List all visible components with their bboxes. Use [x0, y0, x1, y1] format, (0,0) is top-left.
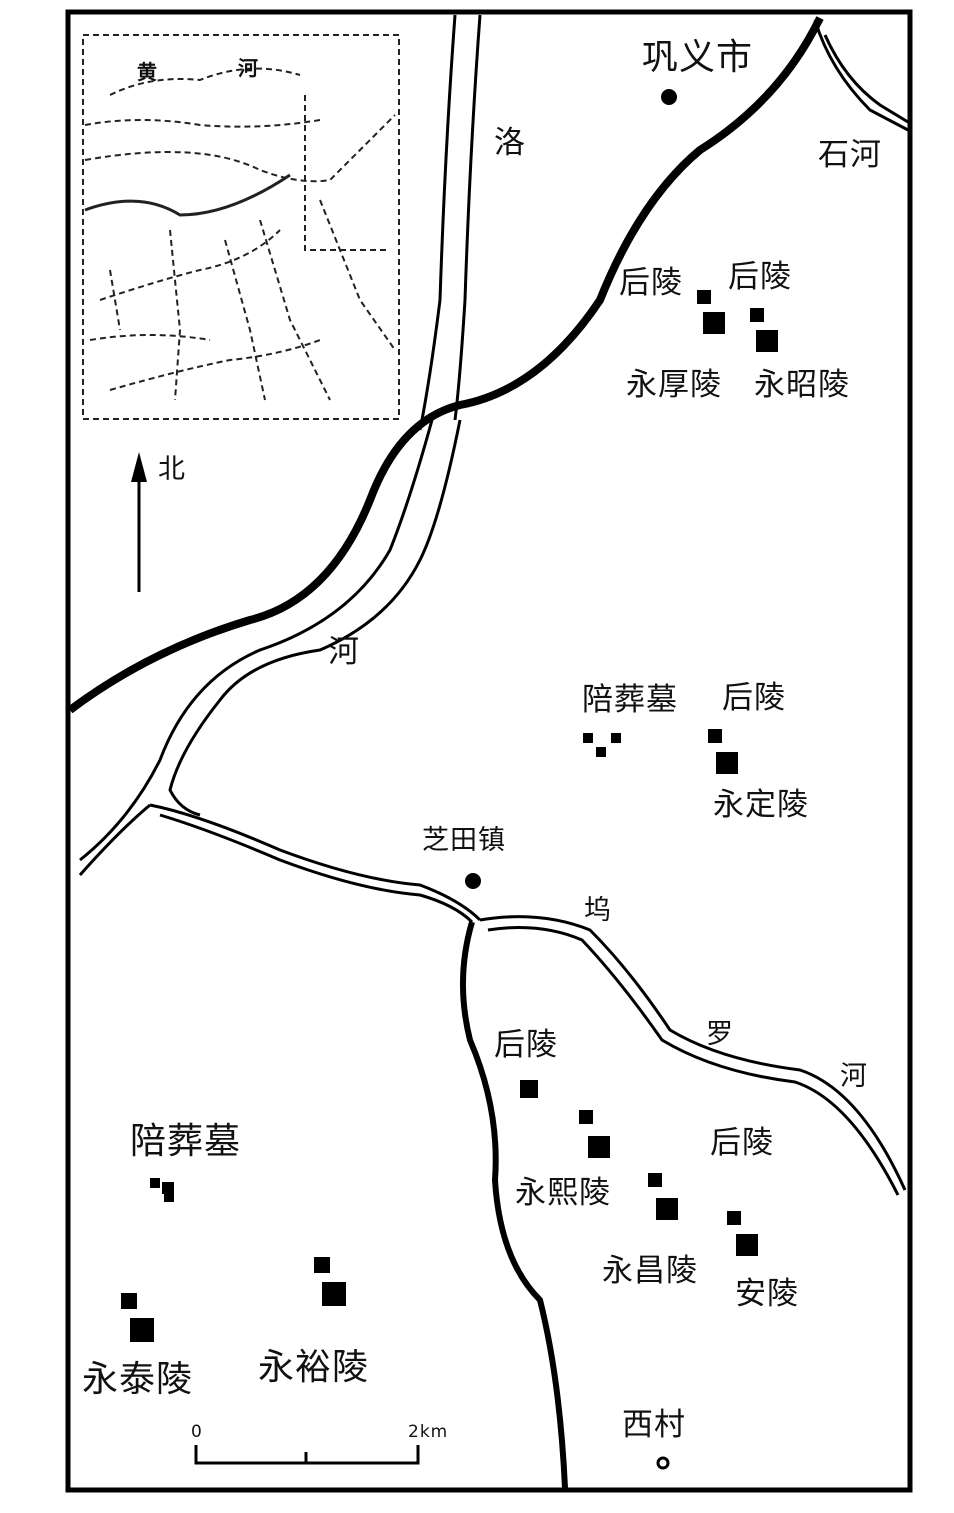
anling-tomb-label: 安陵: [735, 1276, 799, 1312]
scale-bar: [194, 1445, 420, 1465]
yonghou-tomb-label: 永厚陵: [626, 367, 722, 403]
tomb-marker: [697, 290, 711, 304]
luo-river-label-2: 河: [328, 634, 360, 670]
tomb-marker: [121, 1293, 137, 1309]
tomb-marker: [583, 733, 593, 743]
wuluo-river-label-1: 坞: [584, 895, 612, 926]
peizangmu-label: 陪葬墓: [582, 682, 678, 718]
luo-river-label-1: 洛: [494, 125, 526, 161]
tomb-marker: [611, 733, 621, 743]
tomb-marker: [520, 1080, 538, 1098]
houling-label: 后陵: [728, 259, 792, 295]
zhitian-dot: [465, 873, 481, 889]
yongzhao-tomb-label: 永昭陵: [754, 367, 850, 403]
houling-label: 后陵: [494, 1027, 558, 1063]
tomb-marker: [656, 1198, 678, 1220]
houling-label: 后陵: [722, 680, 786, 716]
tomb-marker: [750, 308, 764, 322]
xicun-dot: [656, 1456, 670, 1470]
xicun-label: 西村: [622, 1407, 686, 1443]
gongyi-dot: [661, 89, 677, 105]
houling-label: 后陵: [710, 1125, 774, 1161]
tomb-marker: [716, 752, 738, 774]
wuluo-river-label-3: 河: [840, 1061, 868, 1092]
yongchang-tomb-label: 永昌陵: [602, 1253, 698, 1289]
north-arrow-icon: [131, 452, 147, 592]
peizangmu-label: 陪葬墓: [130, 1121, 242, 1162]
yongtai-tomb-label: 永泰陵: [82, 1359, 194, 1400]
tomb-marker: [727, 1211, 741, 1225]
yongding-tomb-label: 永定陵: [713, 787, 809, 823]
yongxi-tomb-label: 永熙陵: [515, 1175, 611, 1211]
wuluo-river-label-2: 罗: [706, 1019, 734, 1050]
tomb-marker: [756, 330, 778, 352]
tomb-marker: [648, 1173, 662, 1187]
scale-end-label: 2km: [408, 1422, 449, 1442]
north-label: 北: [158, 454, 186, 485]
tomb-marker: [579, 1110, 593, 1124]
tomb-marker: [150, 1178, 160, 1188]
tomb-marker: [130, 1318, 154, 1342]
shi-river-label: 石河: [818, 137, 882, 173]
tomb-marker: [162, 1182, 174, 1194]
inset-label-huang: 黄: [137, 60, 158, 84]
tomb-marker: [596, 747, 606, 757]
scale-start-label: 0: [191, 1422, 203, 1442]
zhitian-label: 芝田镇: [422, 825, 506, 856]
tomb-marker: [322, 1282, 346, 1306]
tomb-marker: [164, 1192, 174, 1202]
inset-label-he: 河: [238, 56, 259, 80]
tomb-marker: [588, 1136, 610, 1158]
houling-label: 后陵: [619, 265, 683, 301]
luo-river-west-bank: [67, 16, 824, 714]
inset-map: [82, 34, 400, 420]
map-frame: [65, 9, 913, 1493]
tomb-marker: [708, 729, 722, 743]
yongyu-tomb-label: 永裕陵: [258, 1347, 370, 1388]
tomb-marker: [314, 1257, 330, 1273]
gongyi-label: 巩义市: [642, 37, 754, 78]
tomb-marker: [703, 312, 725, 334]
tomb-marker: [736, 1234, 758, 1256]
